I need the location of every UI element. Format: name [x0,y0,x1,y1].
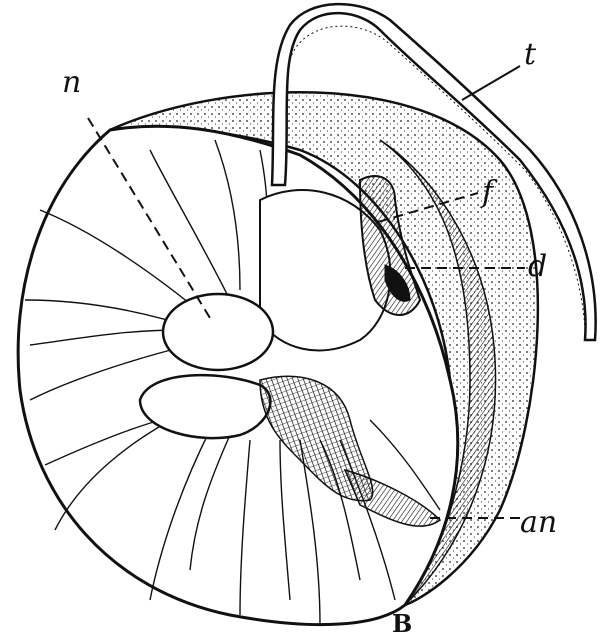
nucleus [161,292,275,372]
fd-structure [358,175,422,316]
tentacle [270,2,597,342]
label-d: d [528,249,548,284]
d-granules [384,264,411,302]
label-t: t [524,37,537,72]
label-an: an [520,505,558,540]
figure-caption: B [392,609,413,638]
an-structure [343,468,442,527]
label-n: n [62,65,82,100]
shell-rim [379,139,497,606]
label-f: f [482,175,494,210]
leader-lines [87,65,525,519]
outer-shell [109,90,540,608]
tentacle-texture [289,25,586,331]
